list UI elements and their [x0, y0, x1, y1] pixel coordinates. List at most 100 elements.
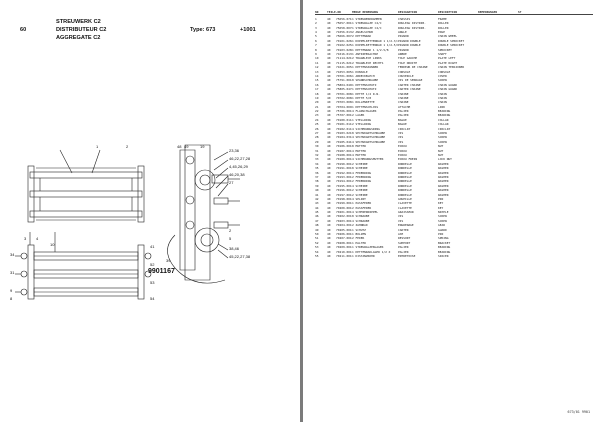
table-cell: 40	[327, 104, 331, 109]
table-cell: NUT	[438, 144, 444, 149]
callout-10: 4,45,26,29	[229, 164, 249, 169]
col-remarks: BEMERKUNGEN	[478, 10, 498, 14]
table-cell: 49	[315, 227, 319, 232]
table-cell: 40	[327, 38, 331, 43]
table-cell: 1 SCHUTZ	[352, 227, 366, 232]
table-cell: WASHER	[438, 183, 449, 188]
table-cell: 70199.0010	[336, 201, 352, 206]
table-cell: 8 SPANNSCHRAUBE	[352, 78, 379, 83]
col-description: DESCRIPTION	[438, 10, 458, 14]
callout-26: 54	[150, 296, 155, 301]
table-cell: CHAINE	[398, 91, 409, 96]
parts-list-page: NR TEILE-NR MENGE BENENNUNG DESIGNATION …	[303, 0, 600, 422]
table-cell: 1 PASSFEDER	[352, 201, 372, 206]
table-cell: 40	[327, 214, 331, 219]
table-cell: WASHER	[438, 174, 449, 179]
table-cell: 15	[315, 78, 319, 83]
table-cell: CHAIN	[438, 100, 447, 105]
col-st: ST	[518, 10, 522, 14]
table-cell: CHAIN	[438, 91, 447, 96]
table-cell: 24	[315, 117, 319, 122]
table-cell: 40	[327, 157, 331, 162]
table-cell: 70203.0010	[336, 218, 352, 223]
table-cell: 40	[327, 65, 331, 70]
table-cell: CHAIN GUARD	[438, 87, 458, 92]
table-cell: 1 ABDECKBLECH	[352, 73, 375, 78]
table-cell: VIS	[398, 135, 404, 140]
table-cell: 1 KETTENSCHUTZ	[352, 87, 377, 92]
table-cell: PIN	[438, 196, 444, 201]
table-cell: 29	[315, 139, 319, 144]
table-cell: 54	[315, 249, 319, 254]
callout-5: 48	[177, 144, 182, 149]
table-cell: 70194.0010	[336, 179, 352, 184]
table-cell: 1 KETTENRAD 1 1/2-5/8	[352, 47, 389, 52]
table-cell: 4 MUTTER	[352, 153, 366, 157]
table-cell: 75707.0010	[336, 113, 352, 118]
table-cell: 40	[327, 139, 331, 144]
table-cell: 70190.0010	[336, 161, 352, 166]
table-cell: 1 ROLLENKETTE	[352, 100, 375, 105]
table-cell: 21	[315, 104, 319, 109]
callout-19: 34	[10, 252, 15, 257]
table-cell: 1 KETTENRADLAGER 1/2 Z	[352, 249, 391, 254]
table-cell: 70209.0010	[336, 245, 352, 250]
table-cell: RONDELLE	[398, 183, 412, 188]
table-cell: CHAIN	[438, 95, 447, 100]
roller-bottom	[29, 210, 143, 218]
table-cell: 40	[327, 21, 331, 26]
table-cell: VIS DE SERRAGE	[398, 78, 423, 83]
table-cell: 1 DOPPELKETTENRAD 1 1/2-3/4 Z=18	[352, 38, 398, 43]
section-number: 60	[20, 27, 27, 33]
table-cell: ARBRE	[398, 52, 407, 57]
table-cell: 71053.0050	[336, 69, 352, 74]
type-label: Type: 673	[190, 27, 216, 33]
col-part-no: TEILE-NR	[327, 10, 341, 14]
table-cell: 3	[315, 25, 317, 30]
table-cell: 40	[327, 170, 331, 175]
table-cell: 1 STREUWALZE C2/C	[352, 25, 382, 30]
table-cell: CHAINE	[398, 95, 409, 100]
table-cell: 1	[315, 16, 317, 21]
table-cell: ANGLE	[398, 30, 407, 35]
table-cell: 30	[315, 144, 319, 149]
callout-21: 9	[10, 288, 13, 293]
table-cell: CONSOLE	[438, 69, 451, 74]
table-cell: 75657.0010	[336, 21, 352, 26]
table-cell: CLAVETTE	[398, 205, 412, 210]
table-cell: 70192.0010	[336, 170, 352, 175]
table-cell: 75706.0010	[336, 109, 352, 114]
table-cell: BAGUE	[398, 117, 407, 122]
table-cell: 70103.0280	[336, 47, 352, 52]
table-cell: 1 STELLRING	[352, 117, 372, 122]
table-cell: TOLE GAUCHE	[398, 56, 418, 61]
table-cell: 48	[315, 223, 319, 228]
table-cell: NUT	[438, 148, 444, 153]
callout-12: 27	[229, 180, 234, 185]
title-german: STREUWERK C2	[56, 19, 101, 25]
table-cell: 1 KETTENSCHUTZ	[352, 82, 377, 87]
table-cell: 40	[327, 16, 331, 21]
table-cell: 75666.0070	[336, 34, 352, 39]
table-cell: 42	[315, 196, 319, 201]
table-cell: WASHER	[438, 170, 449, 175]
table-cell: 47	[315, 218, 319, 223]
table-cell: 16	[315, 82, 319, 87]
callout-24: 52	[150, 262, 155, 267]
table-cell: 40	[327, 82, 331, 87]
